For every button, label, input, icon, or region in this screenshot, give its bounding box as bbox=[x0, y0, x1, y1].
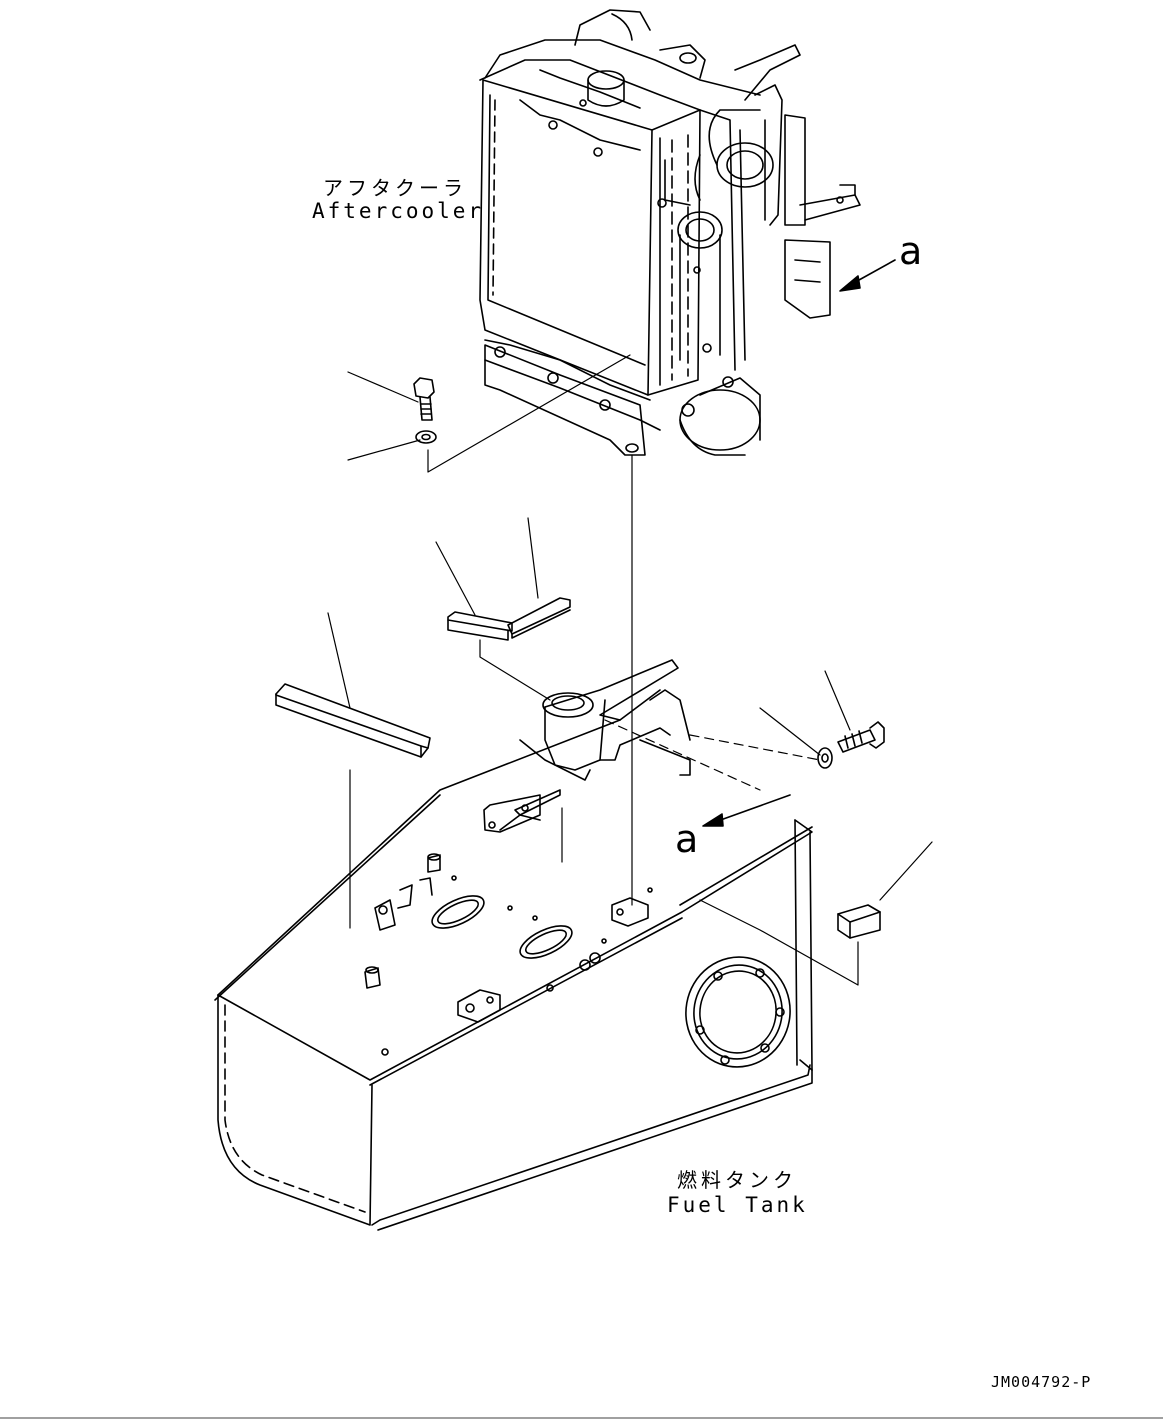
view-ref-label-upper: a bbox=[899, 229, 923, 273]
seal-block bbox=[837, 904, 881, 939]
bolt-right bbox=[837, 721, 885, 753]
bolt-upper-left bbox=[413, 377, 435, 421]
fuel-tank bbox=[214, 719, 813, 1231]
aftercooler-label-jp: アフタクーラ bbox=[323, 176, 467, 200]
view-arrow-lower bbox=[702, 794, 791, 827]
aftercooler-assembly bbox=[479, 9, 861, 456]
view-ref-label-lower: a bbox=[675, 817, 699, 861]
washer-right bbox=[817, 747, 833, 769]
mount-bracket bbox=[499, 659, 691, 831]
leader-lines bbox=[327, 354, 933, 986]
aftercooler-label-en: Aftercooler bbox=[312, 199, 485, 223]
dashed-guide-lines bbox=[604, 719, 821, 791]
view-arrow-upper bbox=[839, 259, 896, 292]
seal-strip-long bbox=[275, 683, 431, 758]
washer-upper-left bbox=[415, 430, 437, 444]
seal-strip-short-b bbox=[507, 597, 571, 639]
fuel-tank-label-jp: 燃料タンク bbox=[677, 1168, 797, 1192]
drawing-number: JM004792-P bbox=[991, 1373, 1092, 1391]
fuel-tank-label-en: Fuel Tank bbox=[667, 1193, 808, 1217]
seal-strip-short-a bbox=[447, 611, 513, 641]
